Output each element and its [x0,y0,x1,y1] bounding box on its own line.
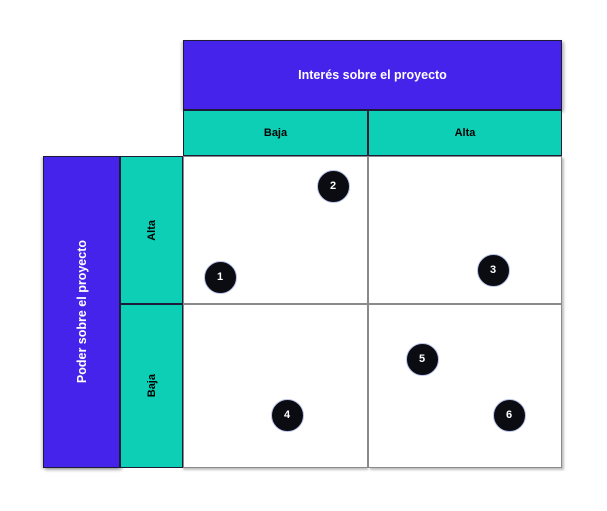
stakeholder-point-2[interactable]: 2 [316,169,350,203]
quadrant-power-alta-interest-alta [368,156,562,304]
stakeholder-point-4[interactable]: 4 [270,398,304,432]
power-level-alta-label: Alta [145,219,158,241]
interest-axis-header: Interés sobre el proyecto [183,40,562,110]
interest-level-alta-label: Alta [454,127,476,139]
power-level-baja-label: Baja [145,374,158,398]
stakeholder-point-5[interactable]: 5 [405,342,439,376]
power-axis-header: Poder sobre el proyecto [43,156,120,468]
interest-level-baja: Baja [183,110,368,156]
stakeholder-point-1[interactable]: 1 [203,260,237,294]
interest-level-baja-label: Baja [263,127,288,139]
interest-level-alta: Alta [368,110,562,156]
stakeholder-point-3[interactable]: 3 [476,253,510,287]
power-level-alta: Alta [120,156,183,304]
stakeholder-point-6[interactable]: 6 [492,398,526,432]
power-level-baja: Baja [120,304,183,468]
quadrant-power-baja-interest-baja [183,304,368,468]
power-axis-title: Poder sobre el proyecto [74,240,89,384]
quadrant-power-baja-interest-alta [368,304,562,468]
interest-axis-title: Interés sobre el proyecto [298,68,447,82]
